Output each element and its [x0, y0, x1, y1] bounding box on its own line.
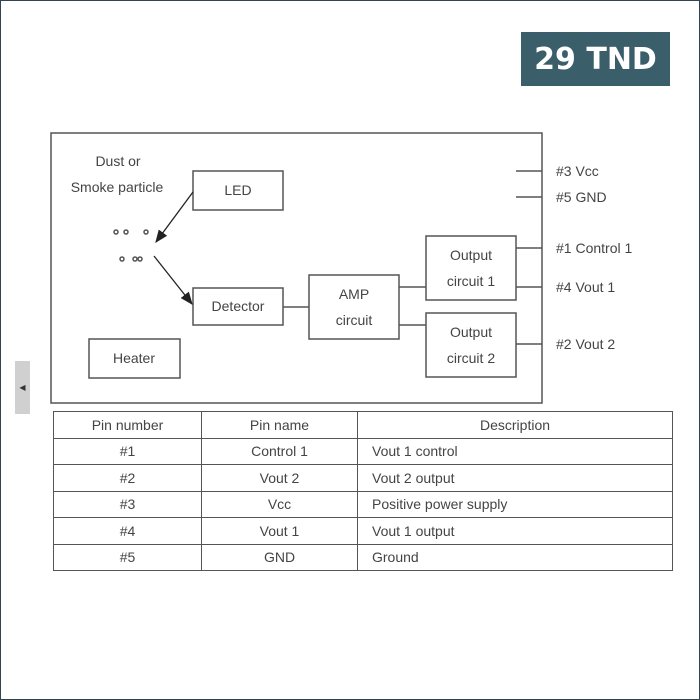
detect-arrow: [153, 255, 193, 306]
previous-image-button[interactable]: ◀: [15, 361, 30, 414]
diagram-label: #1 Control 1: [556, 240, 632, 256]
emit-arrow: [155, 191, 194, 244]
table-cell: #1: [53, 437, 202, 465]
diagram-label: circuit 1: [447, 273, 495, 289]
sensor-outline: [50, 132, 543, 404]
arrow-left-icon: ◀: [19, 383, 26, 392]
table-cell: #5: [53, 543, 202, 571]
table-cell: Vout 2: [201, 464, 358, 492]
heater-box: [88, 338, 181, 379]
table-cell: GND: [201, 543, 358, 571]
led-box: [192, 170, 284, 211]
diagram-label: Heater: [113, 350, 155, 366]
diagram-label: #5 GND: [556, 189, 607, 205]
diagram-label: #4 Vout 1: [556, 279, 615, 295]
table-cell: Ground: [357, 543, 673, 571]
diagram-label: AMP: [339, 286, 369, 302]
output2-box: [425, 312, 517, 378]
table-cell: Vout 1: [201, 517, 358, 545]
table-cell: Vcc: [201, 490, 358, 518]
output1-box: [425, 235, 517, 301]
diagram-label: circuit 2: [447, 350, 495, 366]
block-diagram: Dust or Smoke particle LED Detector Heat…: [50, 132, 632, 404]
price-badge: 29 TND: [521, 32, 670, 86]
diagram-label: Output: [450, 324, 492, 340]
table-cell: Positive power supply: [357, 490, 673, 518]
diagram-label: Detector: [212, 298, 265, 314]
diagram-label: Dust or: [95, 153, 140, 169]
diagram-label: Smoke particle: [71, 179, 164, 195]
table-cell: #4: [53, 517, 202, 545]
diagram-label: Output: [450, 247, 492, 263]
table-cell: Vout 2 output: [357, 464, 673, 492]
table-cell: Vout 1 output: [357, 517, 673, 545]
diagram-label: LED: [224, 182, 251, 198]
table-cell: #2: [53, 464, 202, 492]
table-cell: Control 1: [201, 437, 358, 465]
diagram-label: #2 Vout 2: [556, 336, 615, 352]
diagram-label: circuit: [336, 312, 373, 328]
amp-box: [308, 274, 400, 340]
table-cell: Vout 1 control: [357, 437, 673, 465]
table-cell: #3: [53, 490, 202, 518]
diagram-label: #3 Vcc: [556, 163, 599, 179]
